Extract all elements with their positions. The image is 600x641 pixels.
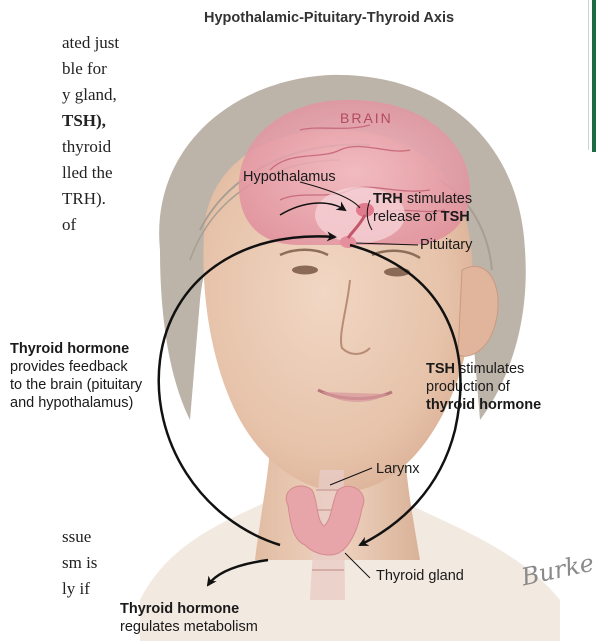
trh-label: TRH stimulates release of TSH <box>373 190 472 226</box>
hypothalamus-label: Hypothalamus <box>243 168 336 186</box>
feedback-label: Thyroid hormone provides feedback to the… <box>10 340 142 412</box>
larynx-label: Larynx <box>376 460 420 478</box>
pituitary-label: Pituitary <box>420 236 472 254</box>
figure-title: Hypothalamic-Pituitary-Thyroid Axis <box>204 10 454 26</box>
thyroid-gland-label: Thyroid gland <box>376 567 464 585</box>
brain-label: BRAIN <box>340 110 393 126</box>
tsh-label: TSH stimulates production of thyroid hor… <box>426 360 541 414</box>
hypothalamus-shape <box>356 203 374 217</box>
metabolism-label: Thyroid hormone regulates metabolism <box>120 600 258 636</box>
left-eye <box>292 266 318 275</box>
